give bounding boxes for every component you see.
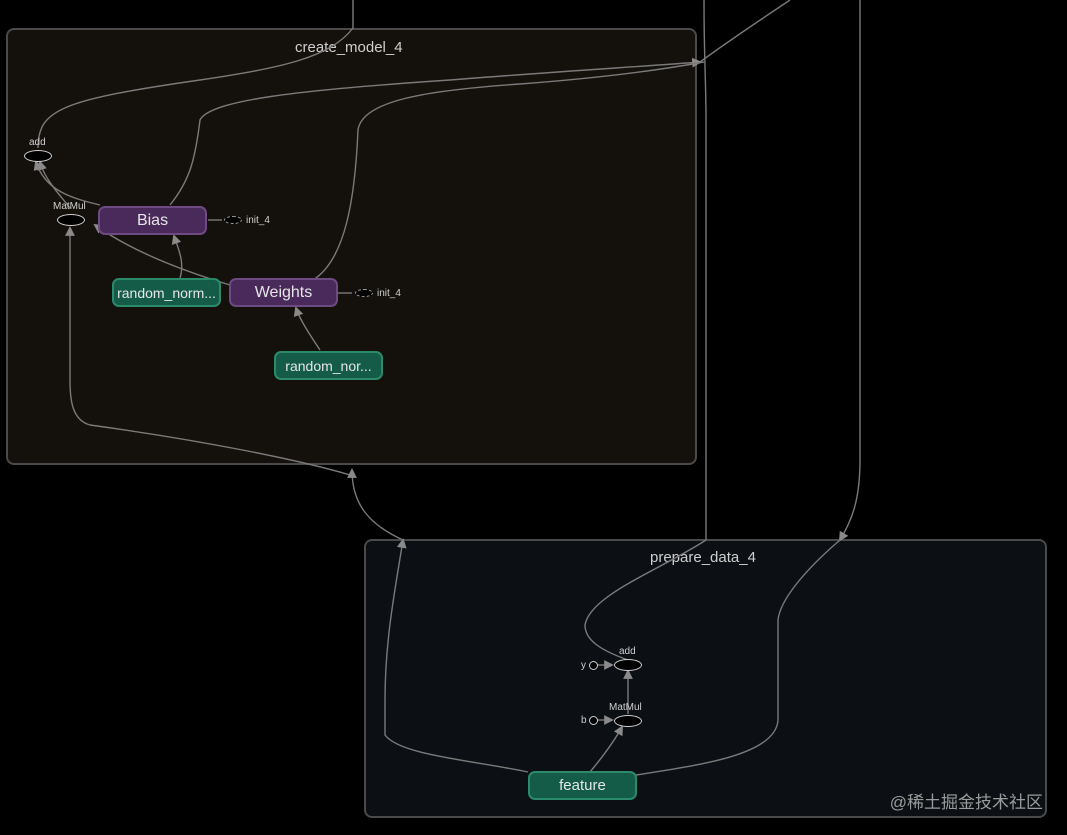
edge-add-out [37,27,354,149]
edge-feature-matmul [589,725,623,773]
prepare-matmul-op-ellipse[interactable] [614,715,642,727]
scope-title-prepare-data: prepare_data_4 [650,549,756,566]
edge-rn2-weights [293,306,321,351]
edge-vertical-860 [838,0,861,542]
random-norm-node-1[interactable]: random_norm... [112,278,221,307]
scope-create-model[interactable] [6,28,697,465]
edge-into-matmul [65,226,351,476]
edge-add-prepare-out [584,539,707,661]
b-label: b [581,715,587,726]
edge-rn1-bias [171,234,183,279]
add-label: add [29,137,46,148]
scope-prepare-data[interactable] [364,539,1047,818]
edge-bias-add [33,160,101,206]
random-norm-node-2[interactable]: random_nor... [274,351,383,380]
weights-init-label: init_4 [377,288,401,299]
edge-weights-up [312,61,705,281]
watermark: @稀土掘金技术社区 [889,793,1043,812]
edge-feature-left [384,538,529,773]
edge-diagonal-top-right [699,0,791,63]
b-placeholder-circle[interactable] [589,716,598,725]
edge-feature-right [635,539,841,776]
y-placeholder-circle[interactable] [589,661,598,670]
edge-bias-up [169,57,702,206]
y-label: y [581,660,586,671]
prepare-add-op-ellipse[interactable] [614,659,642,671]
edge-between-scopes [347,468,404,541]
prepare-matmul-label: MatMul [609,702,642,713]
bias-init-stub[interactable] [224,216,242,224]
matmul-op-ellipse[interactable] [57,214,85,226]
bias-node[interactable]: Bias [98,206,207,235]
weights-node[interactable]: Weights [229,278,338,307]
matmul-label: MatMul [53,201,86,212]
prepare-add-label: add [619,646,636,657]
bias-init-label: init_4 [246,215,270,226]
edge-vertical-705 [703,0,707,540]
feature-node[interactable]: feature [528,771,637,800]
weights-init-stub[interactable] [355,289,373,297]
add-op-ellipse[interactable] [24,150,52,162]
